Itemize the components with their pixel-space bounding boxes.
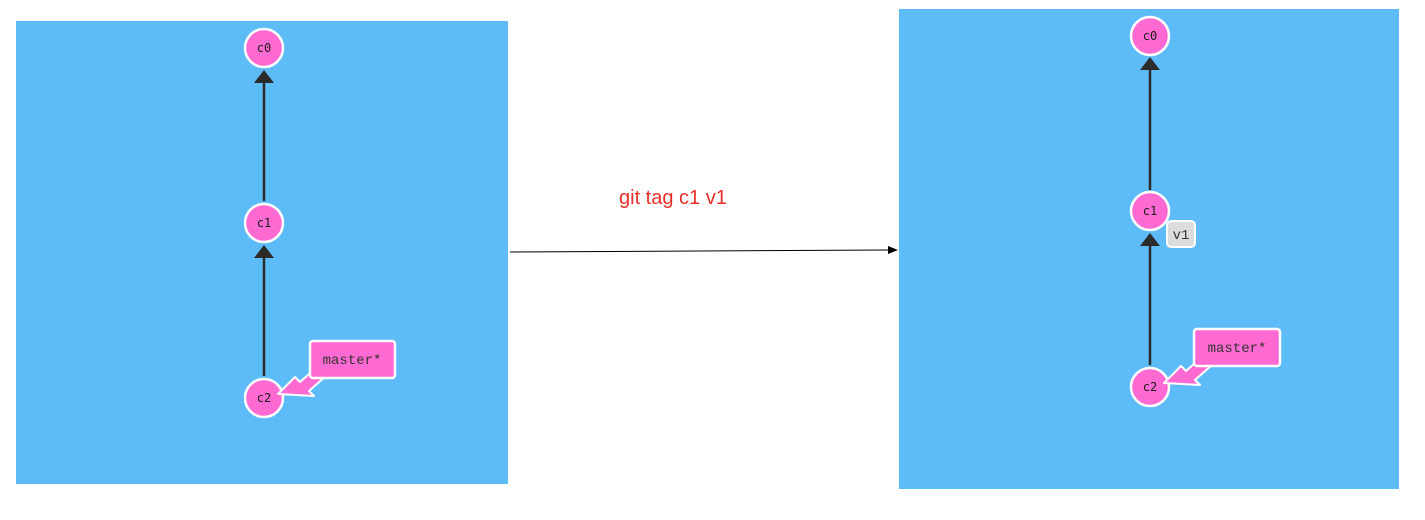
transition-arrow-line [509, 249, 890, 253]
commit-c0-label: c0 [257, 41, 271, 55]
commit-c2-label: c2 [257, 391, 271, 405]
commit-c2[interactable]: c2 [1129, 366, 1171, 408]
branch-master-label: master* [1208, 341, 1267, 357]
before-graph: c0 c1 c2 master* [243, 27, 397, 419]
arrowhead-c1 [254, 245, 274, 258]
branch-label-box [308, 339, 397, 380]
commit-c1-label: c1 [1143, 204, 1157, 218]
command-text: git tag c1 v1 [619, 187, 727, 209]
commit-c0-label: c0 [1143, 29, 1157, 43]
arrowhead-c0 [1140, 57, 1160, 70]
tag-label-box [1166, 220, 1196, 248]
branch-master[interactable]: master* [1163, 327, 1282, 386]
arrowhead-c1 [1140, 233, 1160, 246]
commit-c1[interactable]: c1 [243, 202, 285, 244]
arrowhead-c0 [254, 70, 274, 83]
tag-v1[interactable]: v1 [1166, 220, 1196, 248]
commit-c1-label: c1 [257, 216, 271, 230]
commit-c2-label: c2 [1143, 380, 1157, 394]
commit-c1[interactable]: c1 [1129, 190, 1171, 232]
tag-v1-label: v1 [1173, 228, 1190, 244]
after-graph-panel: c0 c1 c2 v1 master* [899, 9, 1399, 489]
commit-c2[interactable]: c2 [243, 377, 285, 419]
commit-c0[interactable]: c0 [243, 27, 285, 69]
after-graph: c0 c1 c2 v1 master* [1129, 15, 1282, 408]
commit-c0[interactable]: c0 [1129, 15, 1171, 57]
branch-master[interactable]: master* [277, 339, 397, 397]
before-graph-panel: c0 c1 c2 master* [16, 21, 508, 484]
branch-master-label: master* [323, 353, 382, 369]
branch-label-box [1192, 327, 1282, 368]
transition-arrowhead [888, 246, 898, 254]
